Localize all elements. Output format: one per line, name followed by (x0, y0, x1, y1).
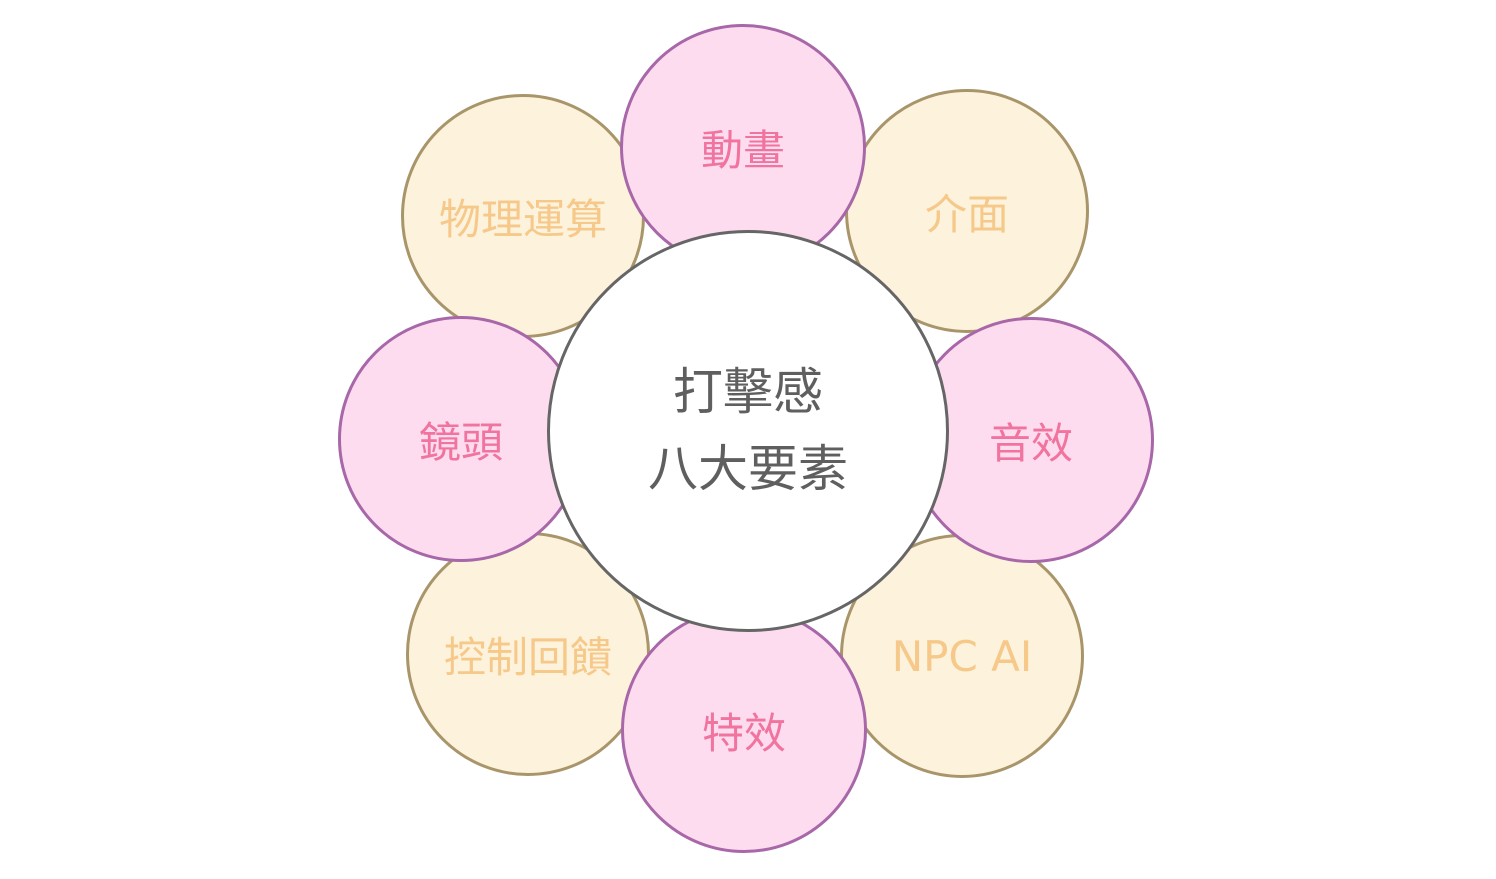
node-ui-label: 介面 (924, 189, 1009, 239)
node-control-feedback-label: 控制回饋 (443, 632, 612, 682)
node-vfx-label: 特效 (701, 708, 786, 758)
node-ui: 介面 (845, 89, 1089, 333)
node-sound-label: 音效 (988, 418, 1073, 468)
center-title-line1: 打擊感 (673, 362, 823, 421)
node-animation-label: 動畫 (700, 125, 785, 175)
node-camera-label: 鏡頭 (418, 417, 503, 467)
node-animation: 動畫 (620, 24, 866, 270)
center-hub: 打擊感 八大要素 (547, 230, 949, 632)
node-npc-ai-label: NPC AI (891, 631, 1033, 681)
center-title-line2: 八大要素 (648, 440, 848, 498)
node-physics: 物理運算 (401, 94, 645, 338)
node-vfx: 特效 (621, 607, 867, 853)
node-camera: 鏡頭 (338, 316, 584, 562)
node-physics-label: 物理運算 (438, 194, 607, 244)
